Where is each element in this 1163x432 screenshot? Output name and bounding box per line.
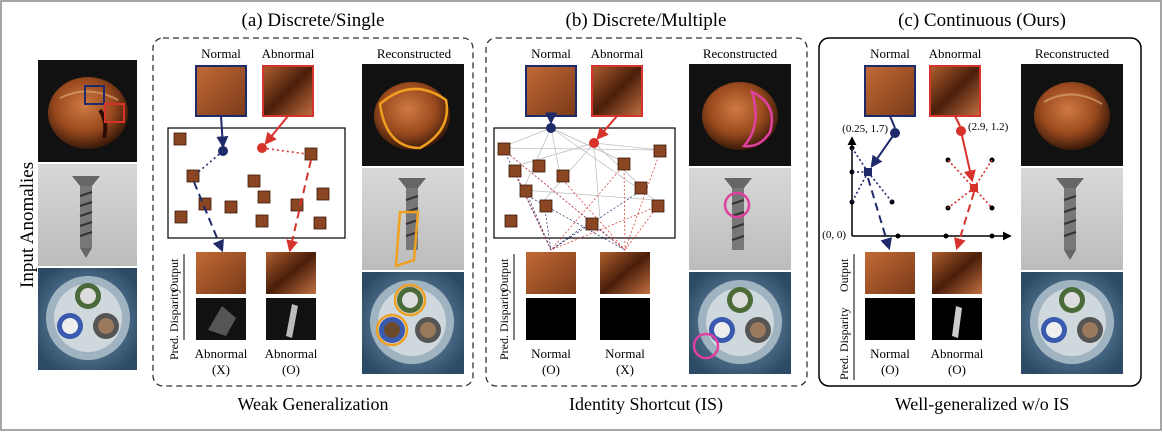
panel-a-caption: Weak Generalization (238, 394, 389, 414)
panel-c-normal-query-arrow (889, 115, 896, 129)
panel-c-result-2-label: Abnormal (931, 346, 984, 361)
panel-c-abnormal-coord: (2.9, 1.2) (968, 121, 1009, 133)
panel-c-normal-coord: (0.25, 1.7) (842, 123, 888, 135)
panel-a-memory-items (173, 132, 330, 230)
abnormal-region-box (104, 103, 125, 123)
panel-a-normal-match-line (195, 150, 224, 175)
panel-a-normal-query-arrow (216, 115, 229, 149)
panel-c-abnormal-interp (947, 159, 993, 209)
panel-a-recon-hazelnut (362, 64, 464, 166)
panel-a-reconstructed-label: Reconstructed (377, 46, 452, 61)
panel-a-abnormal-patch (262, 65, 314, 117)
panel-a-result-1-label: Abnormal (195, 346, 248, 361)
panel-c-normal-label: Normal (870, 46, 910, 61)
panel-b-disparity-2 (600, 298, 650, 340)
panel-b-result-2-label: Normal (605, 346, 645, 361)
panel-c-normal-map-arrow (870, 132, 896, 168)
panel-c-caption: Well-generalized w/o IS (895, 394, 1069, 414)
panel-a-abnormal-output-arrow (286, 159, 312, 253)
panel-c-recon-screw (1021, 168, 1123, 270)
panel-b-result-1-label: Normal (531, 346, 571, 361)
input-hazelnut-image (38, 60, 137, 162)
panel-b-recon-cable (689, 272, 791, 374)
panel-b-recon-screw (689, 168, 791, 270)
panel-b-caption: Identity Shortcut (IS) (569, 394, 723, 415)
panel-a-result-2-mark: (O) (282, 362, 300, 377)
panel-c-disparity-1 (865, 298, 915, 340)
panel-b-normal-query-point (546, 123, 556, 133)
panel-c-result-2-mark: (O) (948, 362, 966, 377)
panel-c-abnormal-output-arrow (954, 191, 975, 251)
panel-c-abnormal-label: Abnormal (929, 46, 982, 61)
normal-region-box (84, 85, 105, 105)
panel-c-disparity-label: Pred. Disparity (837, 307, 851, 380)
panel-c-recon-hazelnut (1021, 64, 1123, 166)
panel-a-abnormal-label: Abnormal (262, 46, 315, 61)
panel-b-output-normal (526, 252, 576, 294)
panel-a-recon-screw (362, 168, 464, 270)
panel-b-abnormal-query-point (589, 138, 599, 148)
panel-b-abnormal-label: Abnormal (591, 46, 644, 61)
panel-c-output-label: Output (837, 258, 851, 292)
panel-a-result-1-mark: (X) (212, 362, 230, 377)
input-anomalies-label: Input Anomalies (17, 162, 38, 288)
input-cable-image (38, 268, 137, 370)
panel-a-recon-cable (362, 272, 464, 374)
panel-a-output-normal (196, 252, 246, 294)
panel-a-normal-patch (195, 65, 247, 117)
panel-b-normal-patch (525, 65, 577, 117)
panel-b-recon-hazelnut (689, 64, 791, 166)
panel-b-disparity-1 (526, 298, 576, 340)
input-screw-image (38, 164, 137, 266)
panel-a-normal-label: Normal (201, 46, 241, 61)
panel-c-recon-cable (1021, 272, 1123, 374)
panel-c-abnormal-mapped-point (970, 184, 978, 192)
panel-a-output-label: Output (167, 258, 181, 292)
panel-b-memory-items (497, 142, 667, 231)
panel-b-memory-box (493, 127, 676, 239)
panel-c-abnormal-patch (929, 65, 981, 117)
panel-c-abnormal-map-arrow (960, 130, 976, 183)
panel-b-abnormal-query-arrow (596, 115, 618, 140)
panel-a-result-2-label: Abnormal (265, 346, 318, 361)
panel-c-reconstructed-label: Reconstructed (1035, 46, 1110, 61)
panel-b-output-label: Output (497, 258, 511, 292)
panel-c-title: (c) Continuous (Ours) (898, 10, 1066, 31)
panel-b-title: (b) Discrete/Multiple (566, 10, 727, 31)
panel-c-abnormal-query-arrow (954, 115, 961, 127)
panel-a-disparity-label: Pred. Disparity (167, 287, 181, 360)
panel-c-normal-mapped-point (864, 168, 872, 176)
panel-a-abnormal-query-arrow (264, 115, 289, 145)
panel-c-frame (818, 37, 1142, 387)
panel-a-title: (a) Discrete/Single (242, 10, 385, 31)
panel-b-output-abnormal (600, 252, 650, 294)
panel-b-disparity-label: Pred. Disparity (497, 287, 511, 360)
panel-b-abnormal-patch (591, 65, 643, 117)
panel-c-result-1-label: Normal (870, 346, 910, 361)
panel-b-result-2-mark: (X) (616, 362, 634, 377)
panel-c-output-normal (865, 252, 915, 294)
panel-c-origin-label: (0, 0) (822, 229, 846, 241)
panel-c-result-1-mark: (O) (881, 362, 899, 377)
panel-a-frame (152, 37, 474, 387)
panel-b-reconstructed-label: Reconstructed (703, 46, 778, 61)
panel-a-output-abnormal (266, 252, 316, 294)
panel-b-frame (485, 37, 808, 387)
panel-b-result-1-mark: (O) (542, 362, 560, 377)
panel-c-normal-patch (864, 65, 916, 117)
panel-c-output-abnormal (932, 252, 982, 294)
panel-b-normal-label: Normal (531, 46, 571, 61)
